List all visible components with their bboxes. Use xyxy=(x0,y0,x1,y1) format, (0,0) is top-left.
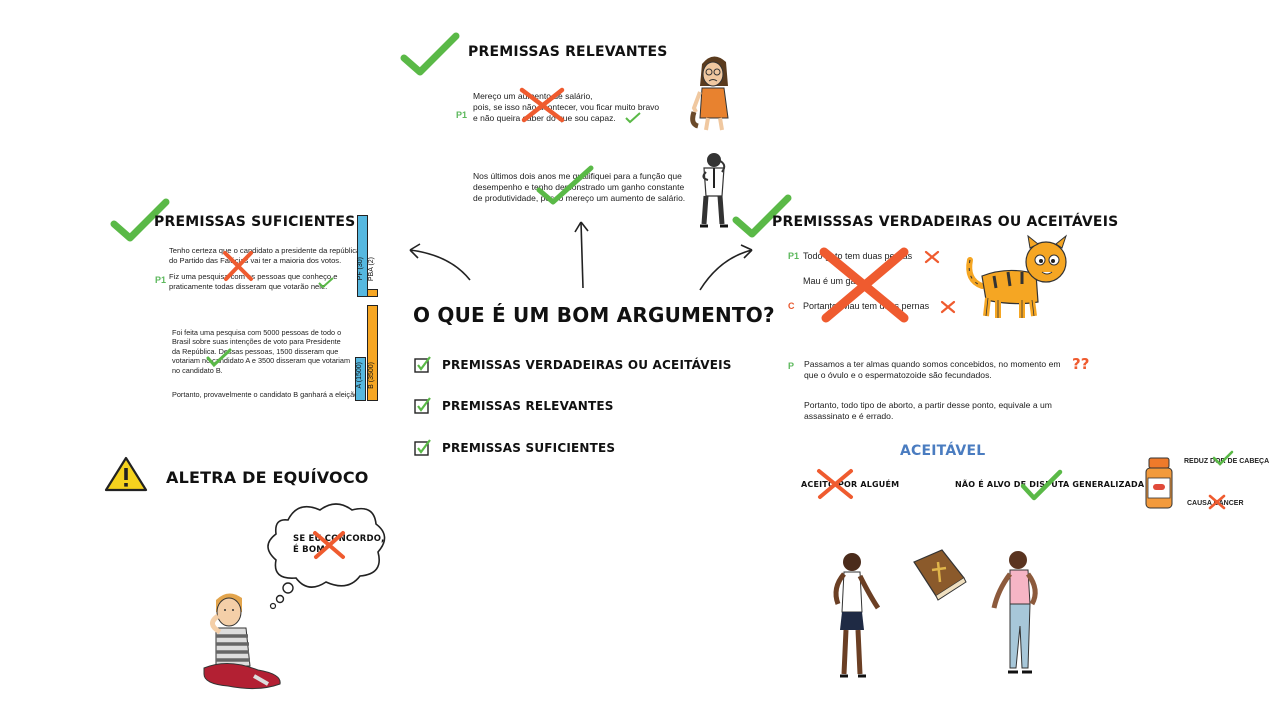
checklist-label: PREMISSAS SUFICIENTES xyxy=(442,441,615,455)
p-label: P xyxy=(788,361,794,371)
check-icon xyxy=(1020,470,1062,502)
pill-bottle-icon xyxy=(1144,456,1174,512)
caveman-figure xyxy=(688,52,738,132)
alerta-title: ALETRA DE EQUÍVOCO xyxy=(166,468,369,487)
bible-icon xyxy=(908,548,968,600)
checklist-label: PREMISSAS VERDADEIRAS OU ACEITÁVEIS xyxy=(442,358,732,372)
businessman-figure xyxy=(694,150,734,230)
checkbox-icon xyxy=(414,356,432,374)
cross-icon xyxy=(222,250,254,282)
aceitavel-heading: ACEITÁVEL xyxy=(900,443,985,459)
checkbox-icon xyxy=(414,397,432,415)
check-icon xyxy=(535,164,595,208)
suficientes-text-1: Tenho certeza que o candidato a presiden… xyxy=(169,246,369,266)
abortion-conclusion: Portanto, todo tipo de aborto, a partir … xyxy=(804,400,1084,422)
cross-icon xyxy=(518,86,566,124)
small-cross-icon xyxy=(1208,494,1226,510)
p1-label: P1 xyxy=(155,275,166,285)
suficientes-text-3: Foi feita uma pesquisa com 5000 pessoas … xyxy=(172,328,362,375)
relevantes-title: PREMISSAS RELEVANTES xyxy=(468,44,668,60)
question-marks: ?? xyxy=(1072,355,1089,373)
bar-a-label: A (1500) xyxy=(356,362,363,388)
small-check-icon xyxy=(318,277,334,289)
cross-icon xyxy=(816,468,854,500)
big-cross-icon xyxy=(818,246,910,324)
bar-pf-label: PF (30) xyxy=(357,257,364,280)
bar-pba xyxy=(367,289,378,297)
woman-left-figure xyxy=(822,548,882,680)
suficientes-title: PREMISSAS SUFICIENTES xyxy=(154,214,355,230)
small-cross-icon xyxy=(924,250,940,264)
p1-label: P1 xyxy=(456,110,467,120)
checklist-label: PREMISSAS RELEVANTES xyxy=(442,399,614,413)
p1-label: P1 xyxy=(788,251,799,261)
bar-b-label: B (3500) xyxy=(368,362,375,389)
bar-pf xyxy=(357,215,368,297)
small-check-icon xyxy=(1212,450,1234,466)
thinking-boy-figure xyxy=(198,588,288,698)
relevantes-text-1: Mereço um aumento de salário, pois, se i… xyxy=(473,91,703,124)
warning-icon xyxy=(104,455,148,493)
cross-icon xyxy=(312,530,346,560)
verdadeiras-title: PREMISSSAS VERDADEIRAS OU ACEITÁVEIS xyxy=(772,214,1118,230)
tiger-cat-figure xyxy=(964,240,1076,324)
big-check-icon xyxy=(400,32,460,77)
c-label: C xyxy=(788,301,795,311)
woman-right-figure xyxy=(992,546,1052,678)
bar-pba-label: PBA (2) xyxy=(368,257,375,281)
small-check-icon xyxy=(625,112,641,124)
small-cross-icon xyxy=(940,300,956,314)
suficientes-text-4: Portanto, provavelmente o candidato B ga… xyxy=(172,389,358,400)
check-icon xyxy=(206,348,232,368)
suficientes-text-2: Fiz uma pesquisa com as pessoas que conh… xyxy=(169,272,369,292)
checkbox-icon xyxy=(414,439,432,457)
abortion-premise: Passamos a ter almas quando somos conceb… xyxy=(804,359,1074,381)
